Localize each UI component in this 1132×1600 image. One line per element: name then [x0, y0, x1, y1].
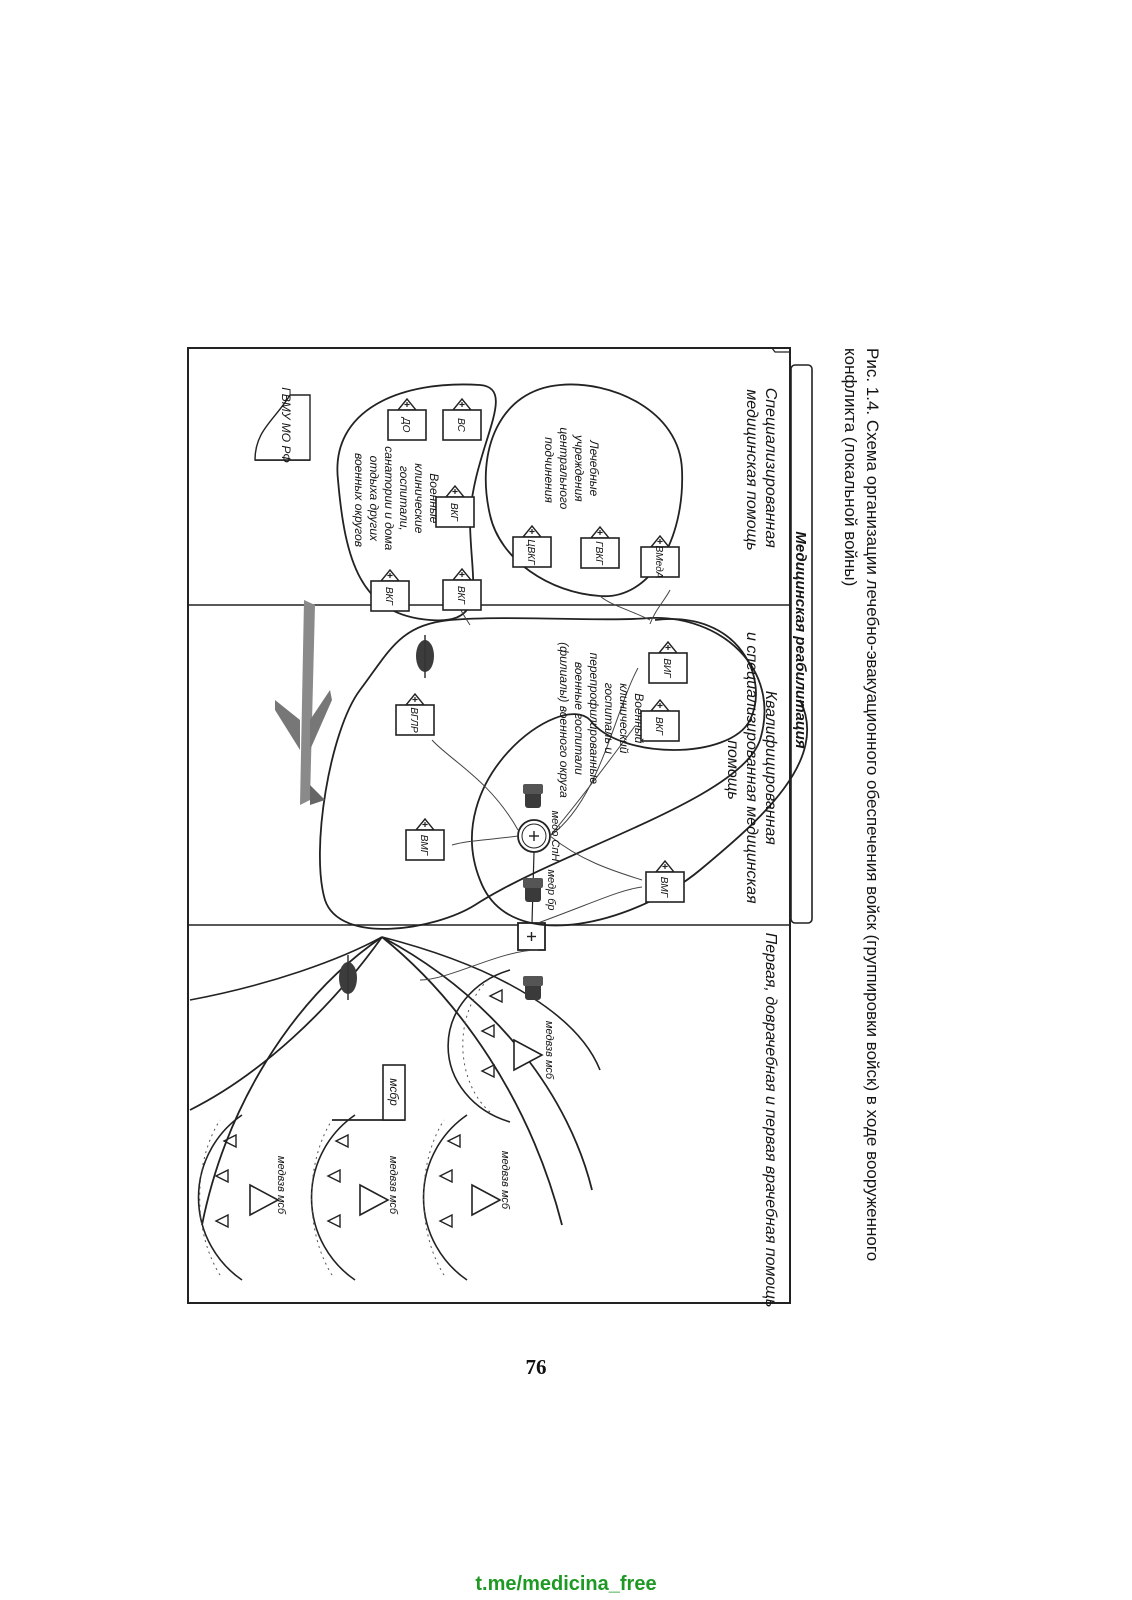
hospital-label: ВИГ	[661, 658, 672, 679]
rehabilitation-label: Медицинская реабилитация	[792, 531, 809, 748]
qualified-hospitals	[395, 641, 688, 903]
brigade-detachment-label: медр бр	[545, 869, 557, 910]
hospital-label: ВМГ	[658, 877, 669, 899]
hospital-label: ВМГ	[418, 835, 429, 857]
helicopter-icon	[416, 640, 434, 672]
qualified-zone-text: Военный клинический госпиталь и перепроф…	[557, 642, 646, 798]
footer-link[interactable]: t.me/medicina_free	[475, 1573, 657, 1595]
hospital-icon	[648, 641, 688, 684]
connector	[449, 589, 471, 626]
evacuation-arc	[189, 936, 383, 1111]
hospital-label: ЦВКГ	[525, 539, 536, 566]
rehabilitation-bracket	[771, 347, 790, 353]
evacuation-arc	[381, 936, 593, 1191]
column-title-qualified: Квалифицированная и специализированная м…	[724, 632, 779, 908]
hospital-label: ВКГ	[455, 586, 466, 606]
company-point-label: медвзв мсб	[275, 1156, 287, 1215]
company-zone	[310, 1114, 390, 1281]
company-point-label: медвзв мсб	[387, 1156, 399, 1215]
hospital-label: ДО	[400, 417, 411, 433]
diagram-frame	[187, 347, 791, 1304]
hospital-label: ВМедА	[653, 546, 664, 579]
evacuation-arc	[381, 936, 601, 1071]
hospital-icon	[645, 860, 685, 903]
column-title-first-aid: Первая, доврачебная и первая врачебная п…	[762, 933, 779, 1308]
connector	[531, 851, 535, 924]
airplane-icon	[275, 600, 332, 805]
hospital-icon	[435, 485, 475, 528]
brigade-detachment-node	[517, 922, 546, 951]
hospital-icon	[387, 398, 427, 441]
evacuation-arc	[381, 936, 563, 1226]
command-label: ГВМУ МО РФ	[279, 387, 293, 463]
company-zone	[422, 1114, 502, 1281]
figure-caption: Рис. 1.4. Схема организации лечебно-эвак…	[841, 348, 882, 1266]
central-hospitals	[512, 525, 680, 578]
qualified-zone-outer	[319, 617, 766, 930]
hospital-label: ГВКГ	[593, 541, 604, 566]
hospital-icon	[512, 525, 552, 568]
hospital-label: ВС	[455, 418, 466, 432]
ambulance-icon	[523, 784, 543, 808]
hospital-icon	[442, 568, 482, 611]
district-hospitals	[370, 398, 482, 612]
special-forces-node	[517, 819, 551, 853]
hospital-icon	[405, 818, 445, 861]
district-zone-text: Военные клинические госпитали, санатории…	[352, 446, 441, 553]
connector	[599, 595, 651, 621]
hospital-icon	[370, 569, 410, 612]
company-point-label: медвзв мсб	[543, 1021, 555, 1080]
special-forces-node-ring	[521, 823, 547, 849]
company-zone	[447, 969, 544, 1123]
page-number: 76	[525, 1355, 547, 1379]
ambulance-icon	[523, 976, 543, 1000]
company-zone	[197, 1114, 280, 1281]
column-title-specialized: Специализированная медицинская помощь	[743, 388, 779, 552]
hospital-icon	[395, 693, 435, 736]
hospital-label: ВКГ	[448, 503, 459, 523]
ambulance-icon	[523, 878, 543, 902]
helicopter-icon	[339, 962, 357, 994]
regiment-flag	[332, 1064, 406, 1121]
hospital-label: ВКГ	[383, 587, 394, 607]
hospital-icon	[442, 398, 482, 441]
regiment-label: мсбр	[387, 1078, 401, 1106]
rehabilitation-bar	[790, 364, 813, 924]
evacuation-arc	[189, 936, 383, 1001]
connectors	[419, 589, 671, 981]
central-zone	[484, 383, 683, 597]
hospital-icon	[580, 526, 620, 569]
special-detachment-label: медо СпН	[549, 811, 561, 862]
hospital-label: ВГЛР	[408, 707, 419, 733]
evacuation-arc	[201, 936, 383, 1226]
company-point-label: медвзв мсб	[499, 1151, 511, 1210]
qualified-zone	[471, 618, 808, 927]
district-zone	[336, 383, 497, 622]
rotated-figure: Первая, доврачебная и первая врачебная п…	[187, 347, 882, 1308]
hospital-icon	[640, 699, 680, 742]
hospital-label: ВКГ	[653, 717, 664, 737]
hospital-icon	[640, 535, 680, 578]
command-flag	[254, 394, 311, 461]
central-zone-text: Лечебные учреждения центрального подчине…	[542, 427, 601, 512]
